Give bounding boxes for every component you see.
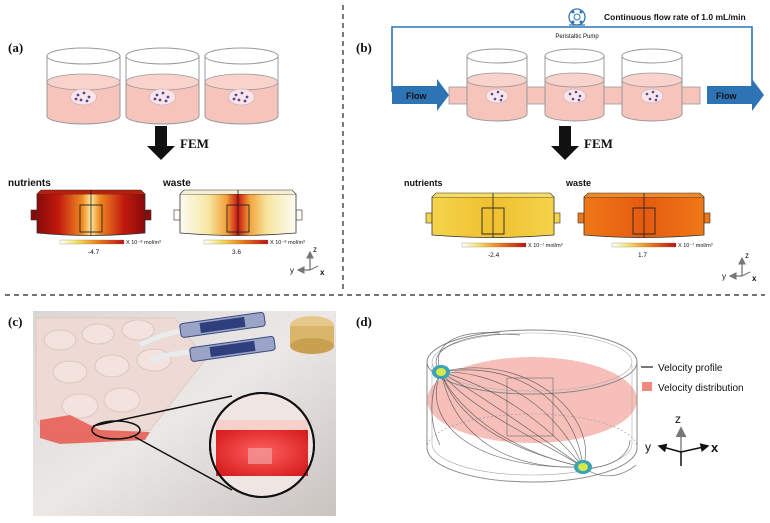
fem-label-a: FEM — [180, 136, 209, 151]
axes-triad-a: z y x — [290, 245, 325, 277]
axis-x-d: x — [711, 440, 719, 455]
pump-label: Peristaltic Pump — [555, 34, 599, 40]
waste-label-b: waste — [565, 178, 591, 188]
nutrients-scale-value-a: -4.7 — [88, 249, 100, 256]
outlet-marker — [574, 460, 592, 474]
inlet-marker — [432, 365, 450, 379]
axis-x-b: x — [752, 274, 757, 283]
axis-y-b: y — [722, 272, 726, 281]
nutrients-scale-bar-a — [59, 239, 125, 245]
panel-d-label: (d) — [356, 314, 372, 329]
waste-scale-bar-a — [203, 239, 269, 245]
static-well-1 — [46, 47, 121, 125]
flow-loop-tubing — [391, 26, 753, 92]
axis-z-a: z — [313, 245, 317, 254]
dynamic-well-2 — [544, 48, 605, 122]
dynamic-well-1 — [466, 48, 528, 122]
axis-y-a: y — [290, 266, 294, 275]
flow-rate-text: Continuous flow rate of 1.0 mL/min — [604, 12, 746, 22]
waste-scale-value-b: 1.7 — [638, 252, 647, 259]
waste-scale-bar-b — [611, 242, 677, 248]
panel-d: (d) — [356, 314, 744, 483]
flow-in-arrow — [392, 79, 449, 111]
panel-c-label: (c) — [8, 314, 22, 329]
fem-label-b: FEM — [584, 136, 613, 151]
zoomed-well-inset — [209, 392, 315, 498]
axes-triad-b: z y x — [722, 251, 757, 283]
flow-out-label: Flow — [716, 91, 737, 101]
axis-z-d: z — [675, 412, 681, 426]
zoom-source-ring — [91, 420, 141, 440]
panel-a-label: (a) — [8, 40, 23, 55]
fem-arrow-a — [147, 126, 175, 160]
nutrients-label-b: nutrients — [404, 178, 443, 188]
legend-velocity-profile: Velocity profile — [658, 363, 723, 374]
nutrients-scale-value-b: -2.4 — [488, 252, 500, 259]
velocity-legend: Velocity profile Velocity distribution — [641, 363, 744, 394]
waste-heatmap-a — [173, 189, 303, 236]
zoom-line-2 — [134, 436, 233, 491]
waste-scale-value-a: 3.6 — [232, 249, 241, 256]
plate-red-medium — [40, 415, 150, 444]
flow-out-arrow — [707, 79, 764, 111]
panel-a: (a) — [8, 40, 325, 277]
axes-triad-d: z y x — [645, 412, 719, 466]
flow-in-label: Flow — [406, 91, 427, 101]
static-well-3 — [204, 47, 279, 125]
nutrients-scale-unit-a: X 10⁻⁸ mol/m³ — [126, 239, 161, 246]
legend-velocity-distribution: Velocity distribution — [658, 383, 744, 394]
panel-b-label: (b) — [356, 40, 372, 55]
waste-label-a: waste — [162, 178, 191, 189]
waste-scale-unit-a: X 10⁻⁸ mol/m³ — [270, 239, 305, 246]
panel-c — [33, 311, 336, 516]
axis-y-d: y — [645, 440, 651, 454]
nutrients-label-a: nutrients — [8, 178, 51, 189]
peristaltic-pump-icon — [568, 8, 586, 26]
syringe-2 — [189, 335, 276, 362]
panel-b: (b) Peristaltic Pump Continuous flow rat… — [356, 8, 764, 283]
nutrients-heatmap-a — [30, 189, 152, 236]
syringe-1 — [179, 311, 266, 338]
well-connectors — [448, 86, 701, 105]
legend-velocity-distribution-swatch — [642, 382, 652, 391]
nutrients-scale-unit-b: X 10⁻⁷ mol/m³ — [528, 242, 563, 249]
velocity-streamlines — [431, 332, 637, 477]
axis-x-a: x — [320, 268, 325, 277]
axis-z-b: z — [745, 251, 749, 260]
nutrients-scale-bar-b — [461, 242, 527, 248]
velocity-cylinder — [426, 329, 638, 483]
static-well-2 — [125, 47, 200, 125]
waste-heatmap-b — [577, 192, 711, 238]
nutrients-heatmap-b — [425, 192, 561, 238]
waste-scale-unit-b: X 10⁻⁷ mol/m³ — [678, 242, 713, 249]
reservoir-bottle — [290, 316, 334, 354]
dynamic-well-3 — [621, 48, 683, 122]
fem-arrow-b — [551, 126, 579, 160]
